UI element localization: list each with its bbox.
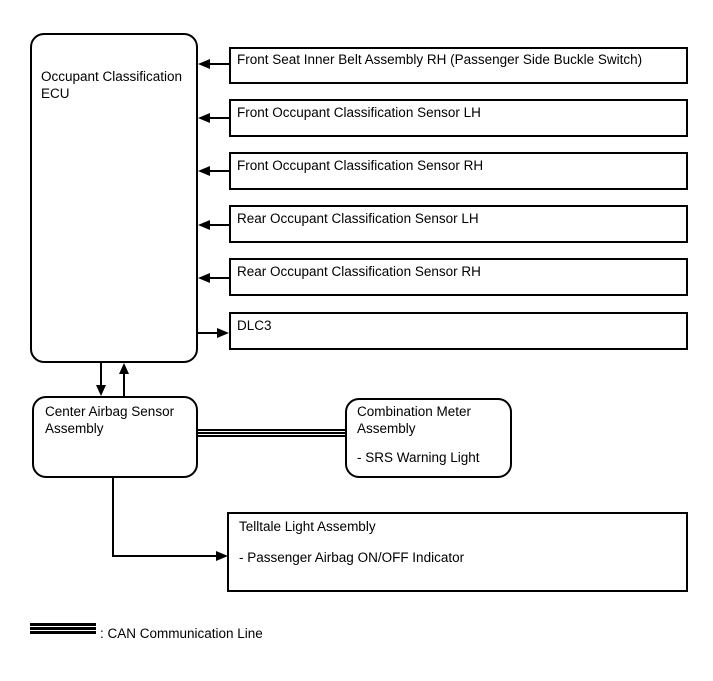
arrow-left-icon [198,59,210,69]
input-box-buckle-switch [229,47,688,84]
arrow-line [206,63,229,65]
input-label: Rear Occupant Classification Sensor RH [237,264,481,279]
telltale-box [227,512,688,592]
arrow-right-icon [217,328,229,338]
center-airbag-label: Center Airbag Sensor Assembly [45,404,175,436]
ecu-label: Occupant Classification ECU [41,69,183,101]
arrow-right-icon [216,551,228,561]
arrow-down-icon [96,385,106,396]
arrow-up-icon [119,363,129,374]
combination-meter-title: Combination Meter Assembly [357,404,472,436]
arrow-line [198,332,219,334]
input-box-front-sensor-lh [229,99,688,137]
arrow-line [206,170,229,172]
arrow-left-icon [198,273,210,283]
arrow-line [206,277,229,279]
input-box-rear-sensor-rh [229,258,688,296]
ecu-box [30,33,198,363]
arrow-left-icon [198,113,210,123]
telltale-title: Telltale Light Assembly [239,519,376,534]
arrow-line [206,117,229,119]
input-box-front-sensor-rh [229,152,688,190]
connector-line [112,478,114,557]
arrow-line [123,372,125,396]
telltale-item: - Passenger Airbag ON/OFF Indicator [239,550,465,565]
dlc3-label: DLC3 [237,318,272,333]
arrow-left-icon [198,166,210,176]
can-line-legend-label: : CAN Communication Line [100,626,263,641]
arrow-line [206,224,229,226]
input-label: Front Occupant Classification Sensor RH [237,158,484,173]
can-line [198,429,345,437]
center-airbag-box [32,396,198,478]
dlc3-box [229,312,688,350]
input-box-rear-sensor-lh [229,205,688,243]
input-label: Front Seat Inner Belt Assembly RH (Passe… [237,52,643,67]
input-label: Rear Occupant Classification Sensor LH [237,211,479,226]
combination-meter-item: - SRS Warning Light [357,450,480,465]
arrow-line [100,363,102,387]
combination-meter-box [345,398,512,478]
can-line-legend-symbol [30,623,96,634]
input-label: Front Occupant Classification Sensor LH [237,105,481,120]
arrow-left-icon [198,220,210,230]
connector-line [112,555,218,557]
